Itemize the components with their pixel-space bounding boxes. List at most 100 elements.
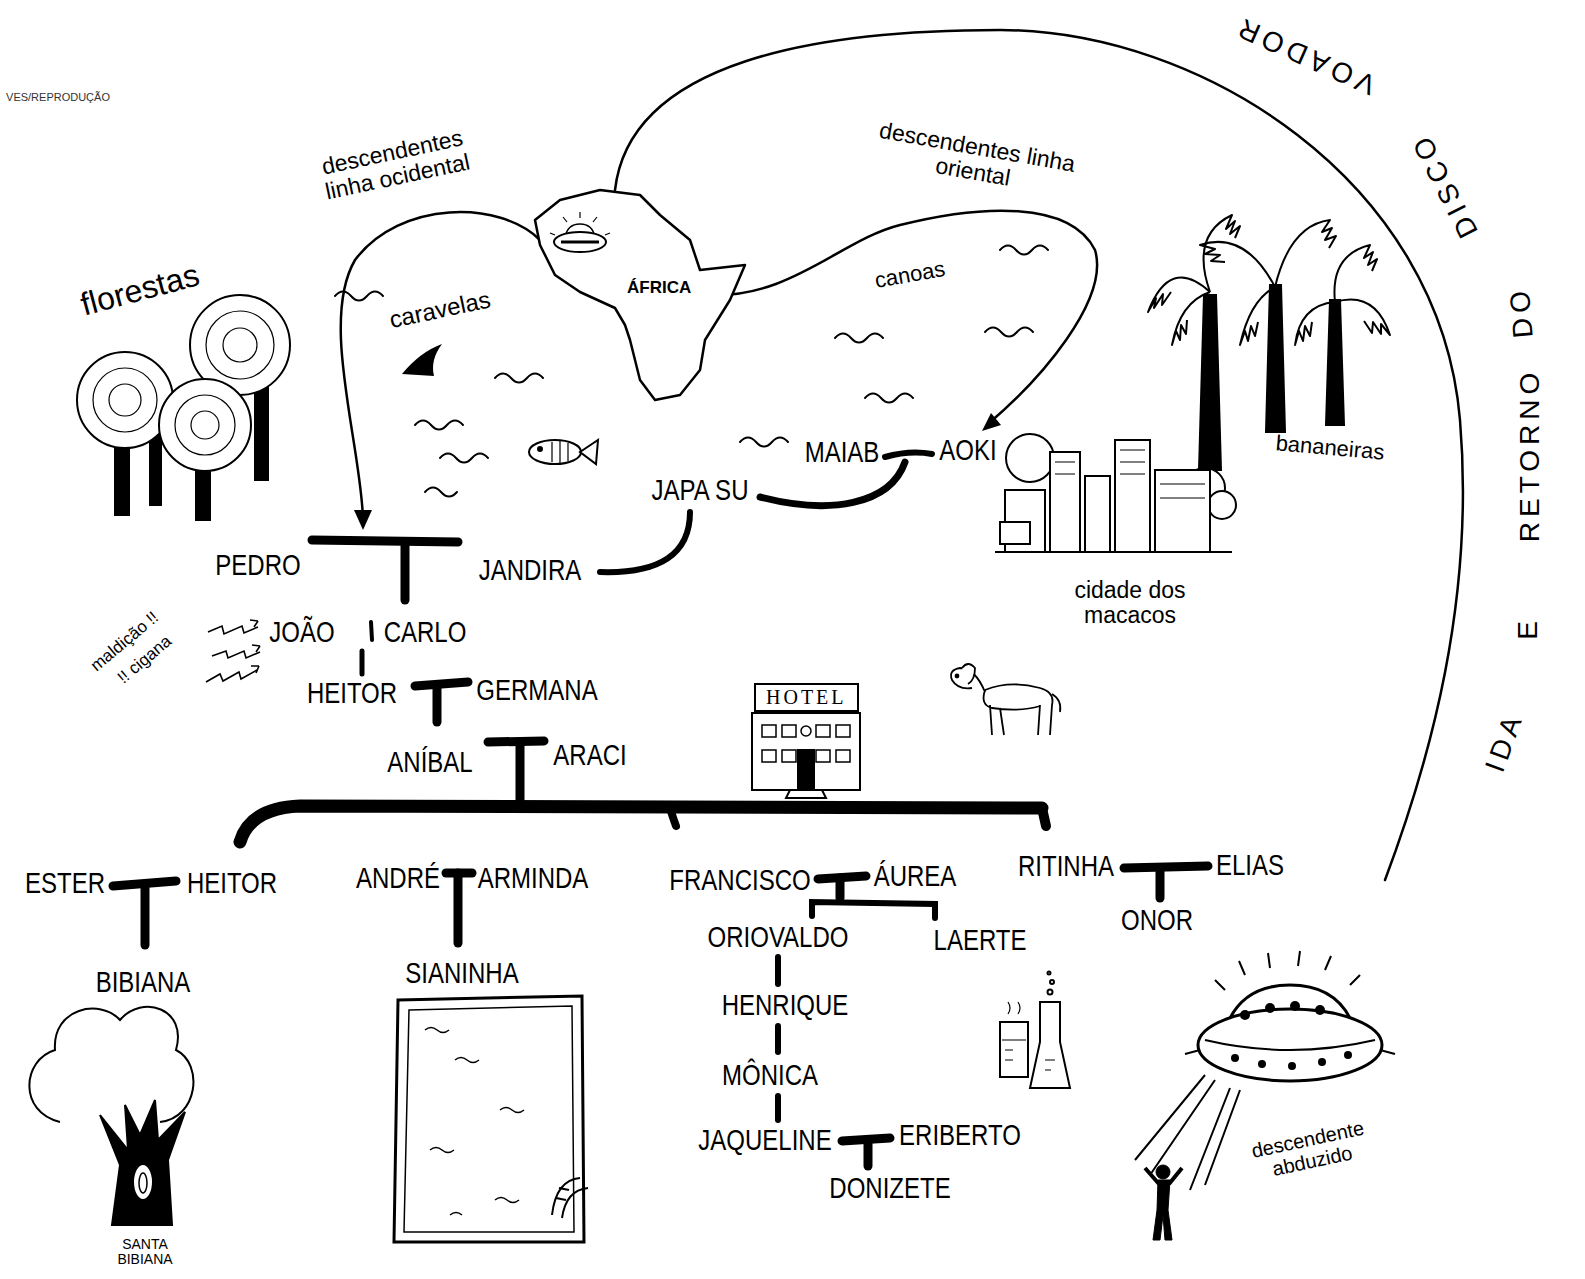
swimming-pool-part bbox=[404, 1006, 574, 1232]
flying-saucer-part bbox=[1198, 1009, 1382, 1081]
family-lines-part bbox=[775, 957, 781, 984]
family-lines-part bbox=[516, 742, 525, 800]
arrow-heads-part bbox=[982, 413, 1001, 431]
city-part bbox=[1085, 476, 1110, 552]
flying-saucer-part-part bbox=[1231, 1054, 1239, 1062]
hotel-building-part bbox=[798, 750, 814, 790]
banana-trees-part-part bbox=[1240, 287, 1275, 345]
person-name: JAQUELINE bbox=[698, 1124, 831, 1157]
lab-flasks-part bbox=[1050, 980, 1054, 984]
city bbox=[995, 434, 1236, 552]
forest-trees bbox=[77, 295, 290, 520]
arc-text: E bbox=[1513, 616, 1544, 640]
person-name: FRANCISCO bbox=[669, 864, 810, 897]
abducted-person-part bbox=[1153, 1180, 1172, 1240]
route-label: descendentes linha ocidental bbox=[297, 121, 493, 210]
city-part bbox=[1006, 434, 1054, 482]
family-lines-part bbox=[454, 873, 463, 943]
family-lines-part bbox=[371, 622, 372, 640]
curse-bolts-part bbox=[250, 620, 260, 673]
banana-trees-part bbox=[1148, 215, 1390, 345]
person-name: HEITOR bbox=[307, 677, 397, 710]
family-lines-part bbox=[1042, 808, 1046, 826]
fish-part bbox=[529, 440, 581, 464]
family-lines-part bbox=[1124, 866, 1208, 868]
flying-saucer-part bbox=[1231, 1001, 1352, 1070]
fish-part bbox=[538, 447, 542, 451]
sea-waves-part bbox=[425, 488, 457, 497]
africa-outline: ÁFRICA bbox=[525, 180, 750, 410]
fish-part bbox=[580, 440, 598, 464]
route-curves-part bbox=[705, 211, 1097, 424]
family-lines-part bbox=[240, 806, 1042, 842]
flying-saucer-part bbox=[1205, 1040, 1375, 1050]
sea-waves-part bbox=[495, 374, 543, 383]
person-name: ORIOVALDO bbox=[708, 921, 849, 954]
sea-waves-part bbox=[440, 454, 488, 463]
family-lines-part bbox=[760, 462, 905, 506]
hotel-building-part-part bbox=[801, 726, 811, 736]
hotel-building bbox=[752, 713, 860, 798]
flying-saucer-part-part bbox=[1290, 1001, 1300, 1011]
hotel-building-part-part bbox=[836, 750, 850, 762]
hotel-building-part-part bbox=[836, 725, 850, 737]
person-name: SIANINHA bbox=[405, 957, 518, 990]
city-part bbox=[1115, 440, 1150, 552]
curse-bolts bbox=[206, 620, 260, 682]
fish bbox=[529, 440, 598, 464]
flying-saucer-part-part bbox=[1265, 1003, 1275, 1013]
banana-trees-part bbox=[1326, 300, 1344, 425]
person-name: AOKI bbox=[939, 434, 996, 467]
lab-flasks bbox=[1000, 972, 1070, 1089]
route-label: descendentes linha oriental bbox=[865, 116, 1086, 203]
santa-bibiana-tree-part bbox=[29, 1007, 193, 1122]
sea-waves-part bbox=[740, 438, 788, 447]
caption-text: descendente abduzido bbox=[1227, 1112, 1393, 1188]
person-name: CARLO bbox=[384, 616, 467, 649]
banana-trees-part-part bbox=[1335, 299, 1390, 335]
hotel-building-part bbox=[786, 790, 826, 798]
santa-bibiana-tree-part bbox=[100, 1100, 185, 1225]
family-lines-part bbox=[415, 682, 468, 686]
family-lines-part bbox=[885, 453, 932, 457]
family-lines-part bbox=[775, 1096, 781, 1120]
sea-waves-part bbox=[835, 334, 883, 343]
family-lines-part bbox=[670, 808, 676, 826]
family-lines bbox=[113, 453, 1208, 1166]
arc-text: VOADOR bbox=[1230, 10, 1381, 100]
curse-bolts-part bbox=[206, 670, 257, 682]
route-label: canoas bbox=[873, 257, 947, 293]
flying-saucer-part-part bbox=[1344, 1051, 1352, 1059]
mini-saucer bbox=[550, 212, 610, 235]
person-name: ERIBERTO bbox=[899, 1119, 1021, 1152]
forest-trees-part bbox=[77, 352, 173, 448]
shark-fin-part bbox=[402, 344, 442, 376]
fish-part bbox=[552, 441, 568, 463]
lab-flasks-part bbox=[1045, 1060, 1055, 1070]
santa-bibiana-tree-part bbox=[133, 1164, 153, 1200]
forest-trees-part bbox=[109, 384, 141, 416]
city-part bbox=[1000, 522, 1030, 544]
person-name: HEITOR bbox=[187, 867, 277, 900]
person-name: ANÍBAL bbox=[387, 746, 472, 779]
person-name: MAIAB bbox=[805, 436, 880, 469]
abducted-person-part bbox=[1145, 1168, 1182, 1184]
person-name: ELIAS bbox=[1216, 849, 1284, 882]
person-name: GERMANA bbox=[476, 674, 597, 707]
flying-saucer-part-part bbox=[1288, 1062, 1296, 1070]
arc-text: IDA bbox=[1480, 708, 1530, 777]
banana-trees-part bbox=[1199, 295, 1221, 470]
sea-waves-part bbox=[865, 394, 913, 403]
person-name: HENRIQUE bbox=[722, 989, 849, 1022]
family-lines-part bbox=[864, 1140, 873, 1166]
city-part bbox=[1055, 450, 1205, 498]
banana-trees-part-part bbox=[1275, 220, 1336, 287]
arrow-heads bbox=[354, 413, 1001, 530]
person-name: JOÃO bbox=[269, 616, 334, 649]
family-lines-part bbox=[401, 542, 410, 600]
family-lines-part bbox=[836, 878, 845, 898]
hotel-building-part-part bbox=[762, 750, 776, 762]
flying-saucer-part bbox=[1185, 951, 1395, 1054]
family-lines-part bbox=[1156, 868, 1165, 898]
